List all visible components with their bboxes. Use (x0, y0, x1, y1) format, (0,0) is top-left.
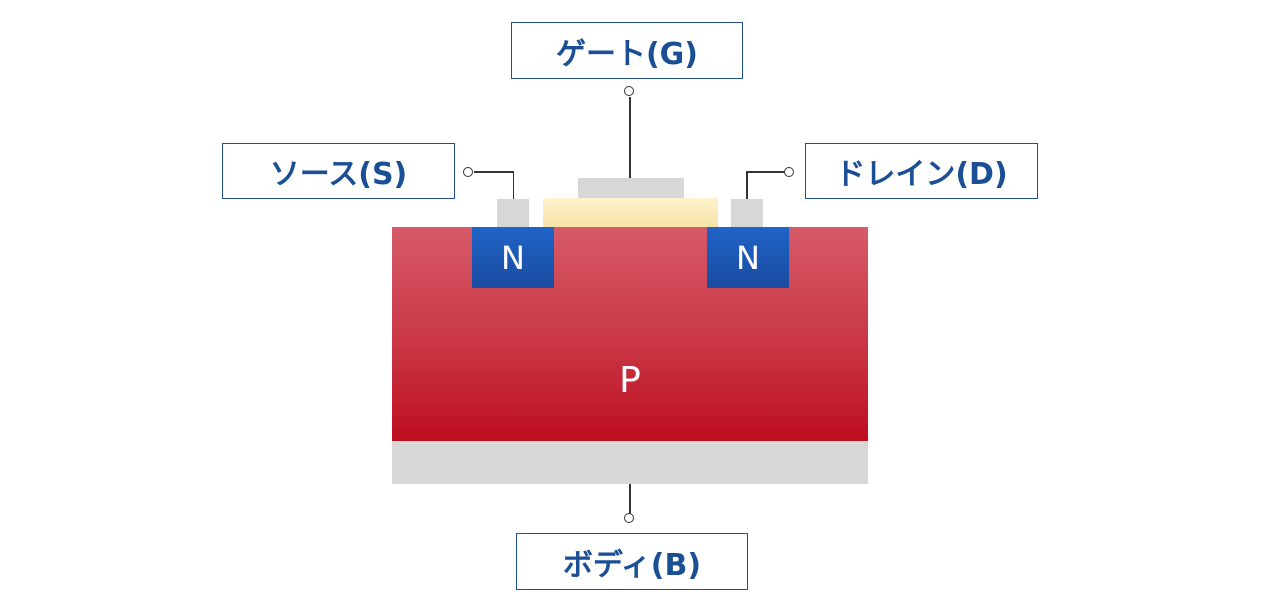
drain-contact (731, 199, 763, 227)
drain-label: ドレイン(D) (805, 143, 1038, 199)
source-label: ソース(S) (222, 143, 455, 199)
source-n-region: N (472, 227, 554, 288)
p-region-label: P (619, 359, 641, 401)
drain-wire-vertical (746, 171, 748, 199)
drain-terminal (784, 167, 794, 177)
p-substrate (392, 227, 868, 441)
drain-n-region: N (707, 227, 789, 288)
body-terminal (624, 513, 634, 523)
source-contact (497, 199, 529, 227)
gate-oxide (543, 198, 718, 227)
gate-electrode (578, 178, 684, 198)
body-contact (392, 441, 868, 484)
body-label: ボディ(B) (516, 533, 748, 590)
source-wire-vertical (512, 171, 514, 199)
drain-wire-horizontal (746, 171, 785, 173)
source-terminal (463, 167, 473, 177)
body-wire (629, 484, 631, 514)
gate-wire (629, 97, 631, 178)
source-wire-horizontal (474, 171, 514, 173)
gate-terminal (624, 86, 634, 96)
gate-label: ゲート(G) (511, 22, 743, 79)
